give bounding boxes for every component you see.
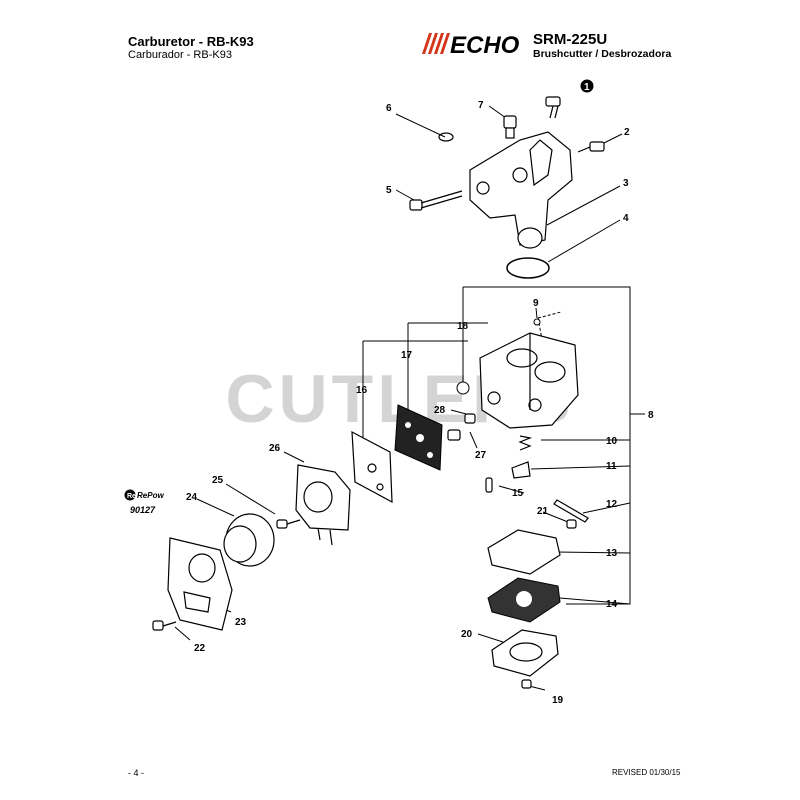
echo-logo: ECHO [422, 32, 520, 56]
leader-19 [528, 685, 546, 691]
repower-text: RePower [137, 491, 164, 500]
part-screw-25 [276, 519, 301, 529]
callout-15: 15 [512, 488, 524, 499]
revised-date: REVISED 01/30/15 [612, 768, 681, 777]
part-bracket-23 [167, 537, 233, 631]
callout-14: 14 [606, 599, 618, 610]
callout-16: 16 [356, 385, 368, 396]
callout-19: 19 [552, 695, 564, 706]
part-screw-2 [577, 141, 605, 153]
part-fitting-27 [447, 429, 461, 441]
callout-5: 5 [386, 185, 392, 196]
part-screw-28 [464, 413, 476, 424]
leader-21 [542, 511, 569, 523]
part-screw-19 [521, 679, 532, 689]
leader-4 [547, 219, 621, 263]
callout-10: 10 [606, 436, 618, 447]
part-gasket-16 [351, 430, 393, 504]
leader-9 [535, 307, 538, 319]
part-shaft-12 [553, 499, 589, 523]
repower-logo: Re RePower [124, 489, 164, 501]
callout-22: 22 [194, 643, 206, 654]
part-gasket-17 [394, 404, 443, 471]
part-housing-3 [469, 131, 573, 249]
callout-6: 6 [386, 103, 392, 114]
leader-24 [196, 498, 235, 517]
leader-22 [174, 626, 191, 641]
part-diaphragm-14 [487, 577, 561, 623]
leader-2 [603, 133, 623, 144]
callout-27: 27 [475, 450, 487, 461]
repower-code: 90127 [130, 505, 156, 515]
leader-13 [555, 551, 631, 554]
part-gasket-13 [487, 529, 561, 575]
callout-21: 21 [537, 506, 549, 517]
part-adjuster-7 [503, 115, 517, 139]
part-screw-22 [152, 620, 177, 631]
leader-12 [582, 502, 631, 514]
leader-27 [469, 431, 478, 449]
callout-28: 28 [434, 405, 446, 416]
callout-2: 2 [624, 127, 630, 138]
leader-20 [477, 633, 504, 643]
callout-20: 20 [461, 629, 473, 640]
part-primer-bulb-24 [223, 513, 275, 567]
part-screw-5 [409, 190, 463, 211]
leader-11 [530, 465, 631, 470]
part-clip-6 [438, 132, 454, 142]
callout-7: 7 [478, 100, 484, 111]
page-number: - 4 - [128, 768, 145, 778]
part-screw-1 [545, 96, 561, 119]
part-pump-26 [295, 464, 351, 546]
leader-7 [488, 105, 507, 119]
callout-23: 23 [235, 617, 247, 628]
callout-12: 12 [606, 499, 618, 510]
callout-18: 18 [457, 321, 469, 332]
bracket-8 [463, 286, 631, 605]
callout-1: 1 [584, 82, 590, 93]
model-name: SRM-225U [533, 31, 608, 48]
callout-17: 17 [401, 350, 413, 361]
leader-3 [546, 185, 621, 226]
callout-11: 11 [606, 461, 617, 472]
page-title: Carburetor - RB-K93 [128, 34, 254, 49]
leader-25 [225, 483, 276, 515]
leader-6 [395, 113, 446, 138]
part-spring-10 [518, 435, 533, 451]
callout-4: 4 [623, 213, 629, 224]
part-lever-11 [511, 461, 531, 479]
model-description: Brushcutter / Desbrozadora [533, 48, 672, 60]
callout-3: 3 [623, 178, 629, 189]
callout-13: 13 [606, 548, 618, 559]
leader-15 [498, 485, 525, 494]
part-oring-4 [506, 257, 550, 279]
part-ball-9 [533, 318, 541, 326]
brand-text: ECHO [450, 32, 520, 56]
callout-25: 25 [212, 475, 224, 486]
callout-8: 8 [648, 410, 654, 421]
callout-24: 24 [186, 492, 198, 503]
callout-9: 9 [533, 298, 539, 309]
callout-26: 26 [269, 443, 281, 454]
page-subtitle: Carburador - RB-K93 [128, 49, 232, 61]
svg-text:Re: Re [127, 493, 136, 500]
part-carburetor-body [479, 332, 579, 429]
part-cover-20 [491, 629, 559, 677]
leader-26 [283, 451, 305, 463]
part-pin-15 [485, 477, 493, 493]
part-plug-18 [456, 381, 470, 395]
leader-5 [395, 189, 415, 201]
part-screw-21 [566, 519, 577, 529]
